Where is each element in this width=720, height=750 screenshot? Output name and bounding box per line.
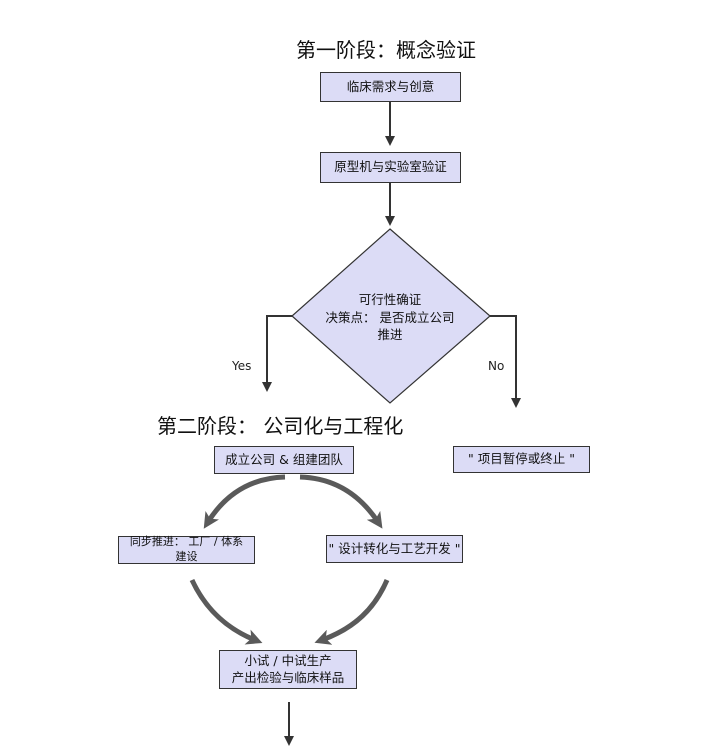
curved-arrow-design-to-pilot <box>314 579 390 645</box>
node-found-company-label: 成立公司 & 组建团队 <box>225 451 343 467</box>
curved-arrow-to-parallel-push <box>203 474 286 529</box>
node-design-transfer-label: " 设计转化与工艺开发 " <box>328 540 461 556</box>
arrow-yes <box>262 315 292 392</box>
node-terminate-label: " 项目暂停或终止 " <box>468 451 575 467</box>
node-prototype-label: 原型机与实验室验证 <box>334 159 447 175</box>
feasibility-line3: 推进 <box>377 327 403 342</box>
arrow-no <box>490 315 521 408</box>
node-found-company: 成立公司 & 组建团队 <box>214 446 354 474</box>
feasibility-line2: 决策点： 是否成立公司 <box>325 309 455 325</box>
node-clinical-needs: 临床需求与创意 <box>320 72 461 102</box>
node-prototype: 原型机与实验室验证 <box>320 152 461 183</box>
node-parallel-push-line2: 建设 <box>175 550 198 563</box>
node-pilot: 小试 / 中试生产 产出检验与临床样品 <box>219 650 357 689</box>
stage2-title: 第二阶段： 公司化与工程化 <box>157 414 404 438</box>
feasibility-line1: 可行性确证 <box>358 292 422 307</box>
edge-label-yes: Yes <box>232 359 252 373</box>
stage1-title: 第一阶段：概念验证 <box>296 38 476 62</box>
edge-label-no: No <box>488 359 505 373</box>
node-parallel-push: 同步推进： 工厂 / 体系 建设 <box>118 535 255 564</box>
node-clinical-needs-label: 临床需求与创意 <box>346 78 435 94</box>
feasibility-diamond <box>291 228 491 404</box>
node-pilot-line2: 产出检验与临床样品 <box>231 669 345 685</box>
node-terminate: " 项目暂停或终止 " <box>453 446 590 473</box>
node-parallel-push-line1: 同步推进： 工厂 / 体系 <box>129 535 244 549</box>
node-design-transfer: " 设计转化与工艺开发 " <box>326 535 463 563</box>
curved-arrow-to-design-transfer <box>299 474 383 529</box>
node-pilot-line1: 小试 / 中试生产 <box>244 652 332 668</box>
curved-arrow-parallel-to-pilot <box>189 578 263 645</box>
feasibility-text: 可行性确证 决策点： 是否成立公司 推进 <box>304 291 476 344</box>
